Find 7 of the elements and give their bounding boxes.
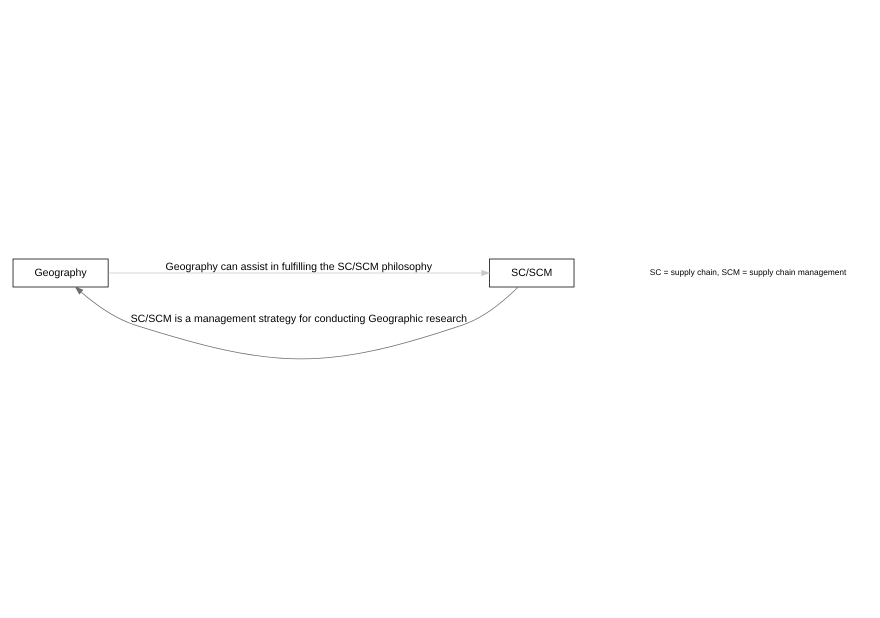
node-box: SC/SCM	[489, 258, 574, 288]
edge-label: Geography can assist in fulfilling the SC/SCM philosophy	[166, 261, 432, 274]
node-box: Geography	[12, 258, 109, 288]
arrow	[108, 270, 490, 276]
label: SC = supply chain, SCM = supply chain management	[650, 267, 846, 278]
arrow	[74, 286, 518, 360]
edge-label: SC/SCM is a management strategy for conducting Geographic research	[130, 313, 468, 326]
